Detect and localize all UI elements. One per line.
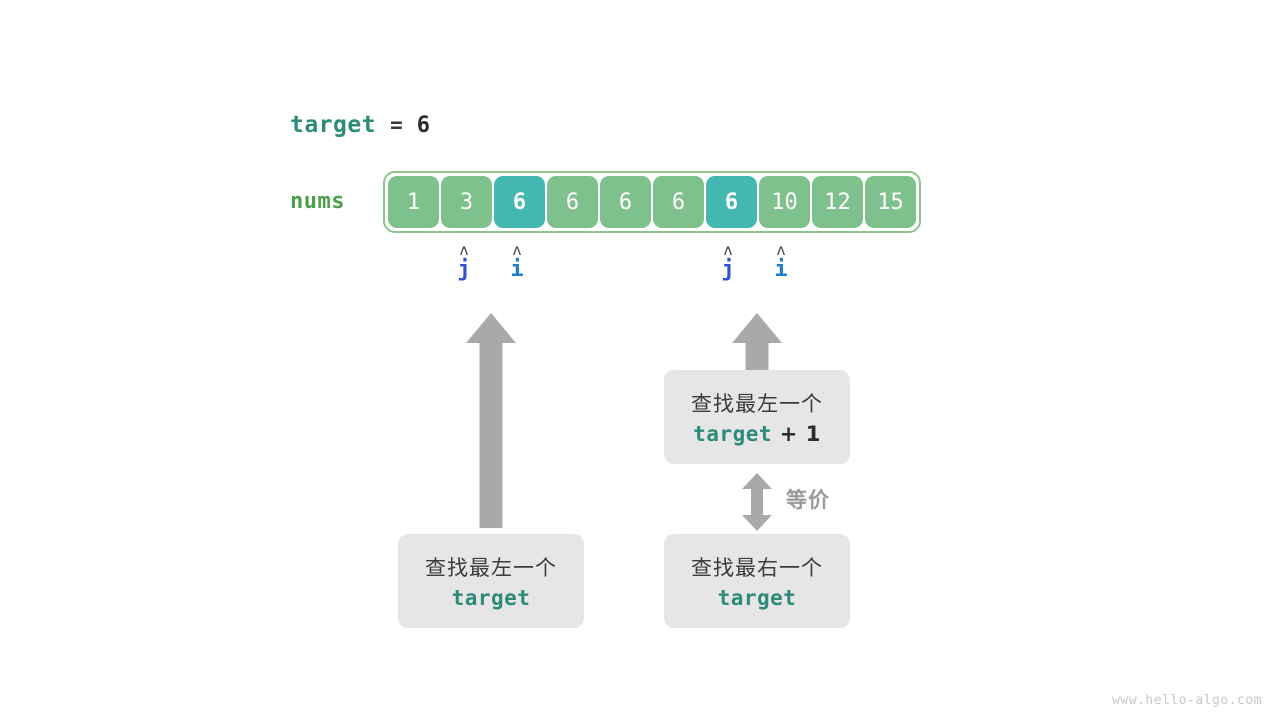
pointer-label-j: j xyxy=(721,257,735,282)
array-label-nums: nums xyxy=(290,189,345,214)
arrow-shaft xyxy=(745,342,769,371)
array-cell-2: 6 xyxy=(494,176,545,228)
arrow-head-icon xyxy=(732,313,782,343)
pointer-label-i: i xyxy=(774,257,788,282)
array-cell-9: 15 xyxy=(865,176,916,228)
pointer-label-i: i xyxy=(510,257,524,282)
target-declaration: target = 6 xyxy=(290,112,430,138)
array-cell-8: 12 xyxy=(812,176,863,228)
box-line-2: target xyxy=(452,586,531,610)
box-search-leftmost-target: 查找最左一个 target xyxy=(398,534,584,628)
caret-icon: ʌ xyxy=(723,241,733,259)
box-line-2: target + 1 xyxy=(693,422,821,446)
code-suffix: + 1 xyxy=(772,422,821,446)
pointer-label-j: j xyxy=(457,257,471,282)
arrow-head-icon xyxy=(466,313,516,343)
array-cell-4: 6 xyxy=(600,176,651,228)
array-cell-3: 6 xyxy=(547,176,598,228)
arrow-head-down-icon xyxy=(742,515,772,531)
equivalence-label: 等价 xyxy=(786,488,830,512)
array-cell-7: 10 xyxy=(759,176,810,228)
box-search-rightmost-target: 查找最右一个 target xyxy=(664,534,850,628)
array-cell-6: 6 xyxy=(706,176,757,228)
code-target: target xyxy=(451,586,531,610)
code-target: target xyxy=(693,422,772,446)
box-line-1: 查找最左一个 xyxy=(425,556,557,580)
arrow-shaft xyxy=(479,342,503,528)
pointer-left-j: ʌ j xyxy=(444,243,484,283)
target-value: 6 xyxy=(416,113,430,138)
arrow-shaft xyxy=(751,487,763,517)
arrow-head-up-icon xyxy=(742,473,772,489)
equivalence-arrow xyxy=(742,473,772,531)
array-cell-1: 3 xyxy=(441,176,492,228)
pointer-right-i: ʌ i xyxy=(761,243,801,283)
caret-icon: ʌ xyxy=(512,241,522,259)
equals-sign: = xyxy=(390,113,403,137)
target-variable-name: target xyxy=(290,112,377,138)
arrow-up-left xyxy=(466,313,516,528)
pointer-left-i: ʌ i xyxy=(497,243,537,283)
code-target: target xyxy=(717,586,797,610)
array-cell-5: 6 xyxy=(653,176,704,228)
pointer-right-j: ʌ j xyxy=(708,243,748,283)
array-cell-0: 1 xyxy=(388,176,439,228)
arrow-up-right xyxy=(732,313,782,371)
caret-icon: ʌ xyxy=(776,241,786,259)
caret-icon: ʌ xyxy=(459,241,469,259)
watermark: www.hello-algo.com xyxy=(1112,693,1262,708)
box-search-leftmost-target-plus-1: 查找最左一个 target + 1 xyxy=(664,370,850,464)
box-line-1: 查找最左一个 xyxy=(691,392,823,416)
box-line-2: target xyxy=(718,586,797,610)
box-line-1: 查找最右一个 xyxy=(691,556,823,580)
